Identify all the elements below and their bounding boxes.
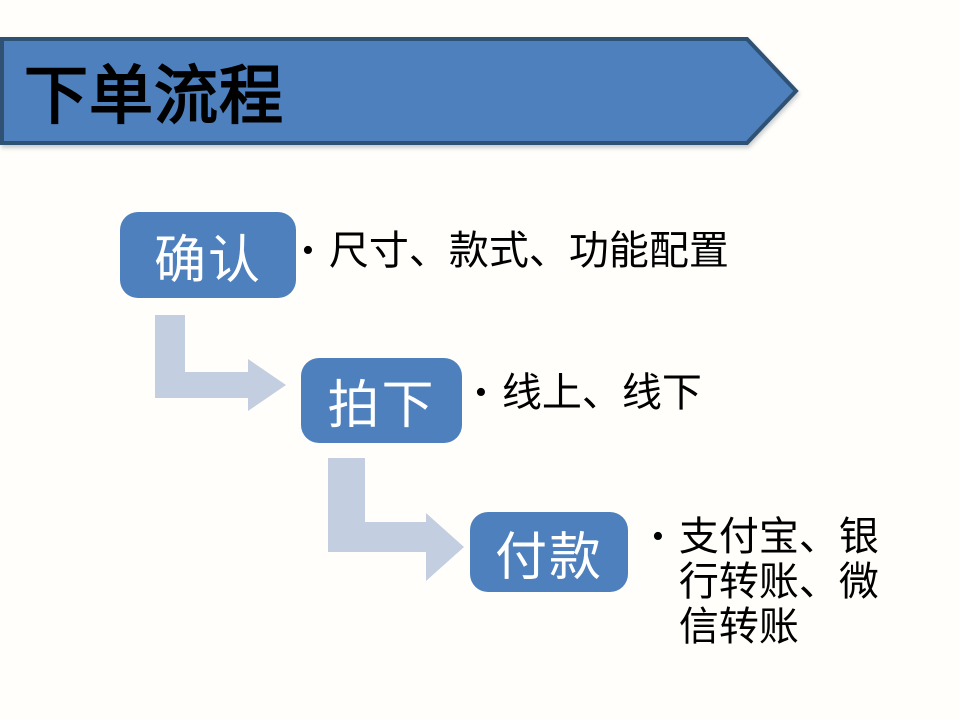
step-bullet-order: • 线上、线下 — [475, 370, 702, 416]
step-label-confirm: 确认 — [153, 232, 262, 290]
bullet-dot-icon: • — [302, 232, 314, 269]
step-box-payment: 付款 — [470, 512, 628, 592]
bullet-text-payment-line2: 行转账、微 — [678, 559, 879, 604]
step-label-payment: 付款 — [494, 529, 603, 587]
elbow-arrow-2-icon — [328, 458, 464, 581]
step-box-confirm: 确认 — [120, 212, 296, 298]
title-banner: 下单流程 — [0, 36, 800, 146]
slide-title: 下单流程 — [24, 60, 284, 132]
bullet-text-payment: 支付宝、银 行转账、微 信转账 — [679, 514, 879, 649]
step-label-order: 拍下 — [327, 378, 436, 435]
bullet-text-payment-line1: 支付宝、银 — [678, 514, 879, 559]
step-bullet-payment: • 支付宝、银 行转账、微 信转账 — [652, 514, 879, 649]
step-box-order: 拍下 — [301, 358, 462, 443]
banner-pentagon-icon — [0, 37, 799, 145]
bullet-text-confirm: 尺寸、款式、功能配置 — [328, 228, 729, 273]
bullet-dot-icon: • — [475, 374, 487, 411]
step-bullet-confirm: • 尺寸、款式、功能配置 — [302, 228, 729, 274]
banner-arrow-shape — [0, 37, 799, 145]
bullet-text-order: 线上、线下 — [501, 370, 702, 415]
bullet-text-payment-line3: 信转账 — [678, 604, 799, 649]
bullet-dot-icon: • — [652, 518, 664, 555]
elbow-arrow-1-icon — [155, 315, 286, 411]
